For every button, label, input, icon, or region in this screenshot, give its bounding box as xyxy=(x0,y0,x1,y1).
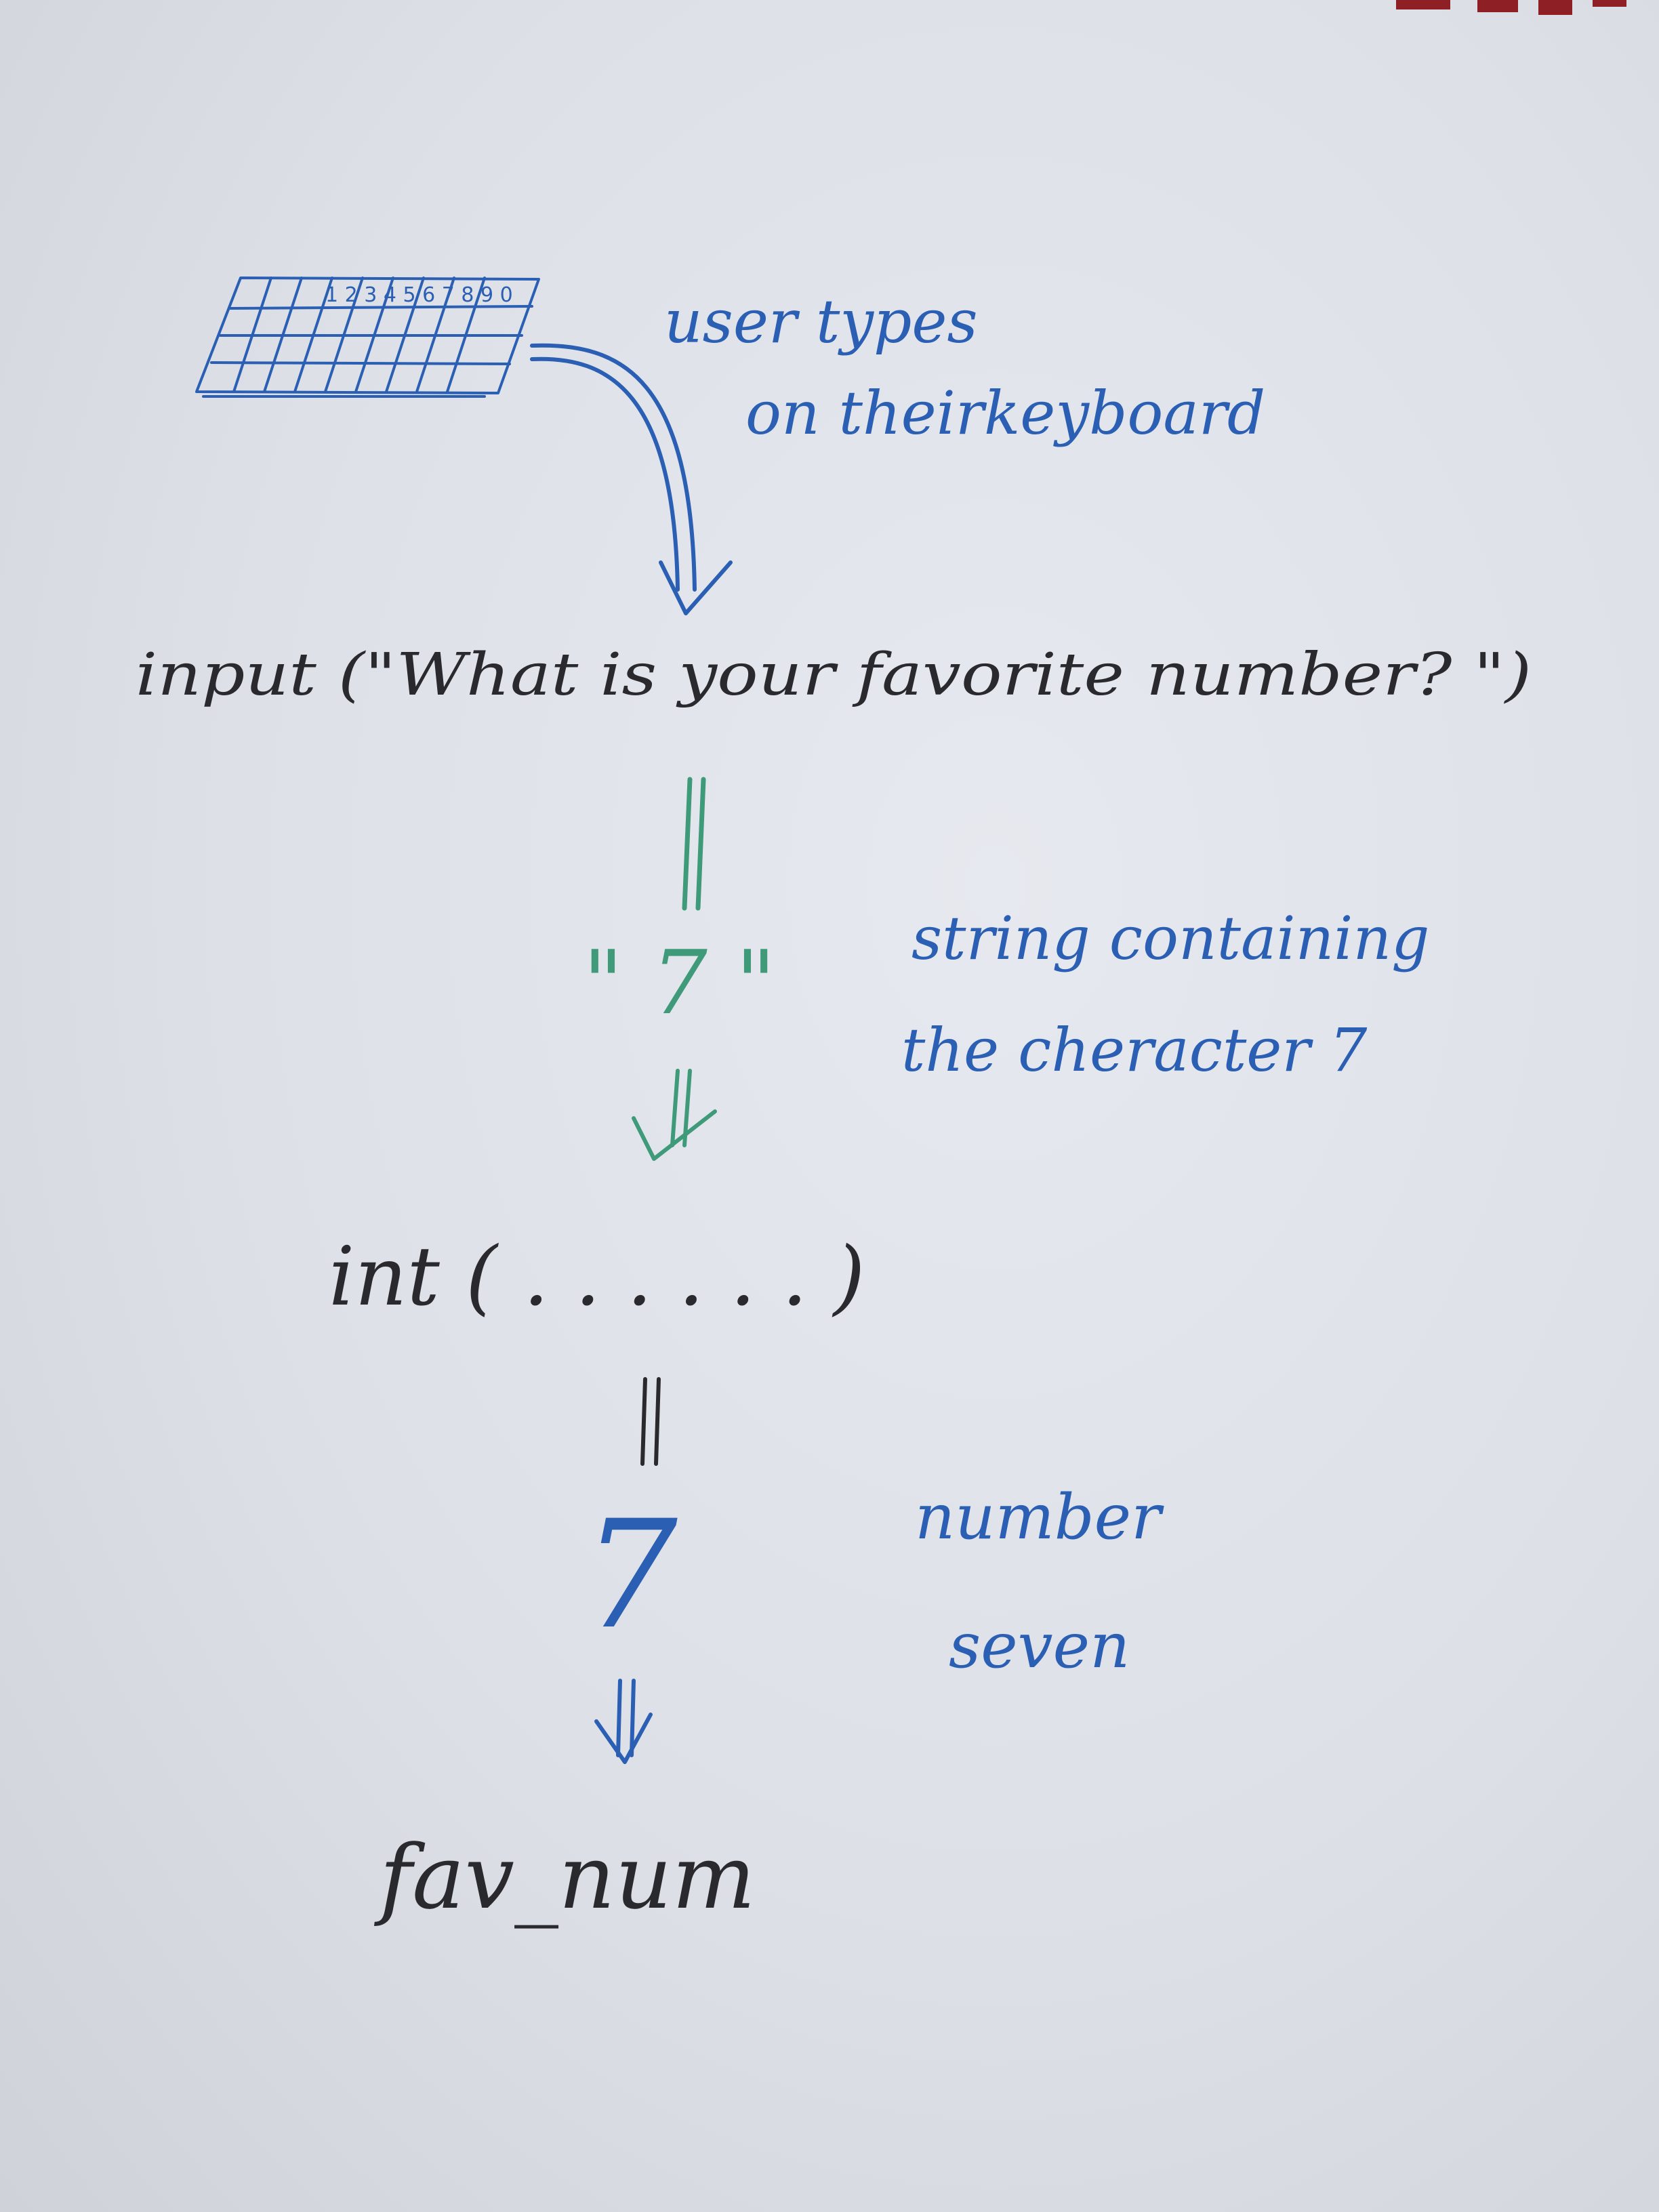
paper-edge-decoration xyxy=(1396,0,1626,15)
annotation-string-line2: the cheracter 7 xyxy=(901,1015,1367,1085)
annotation-string-line1: string containing xyxy=(912,903,1429,973)
green-arrowhead-icon xyxy=(632,1069,717,1161)
annotation-user-types: user types xyxy=(664,287,978,356)
curved-arrow-icon xyxy=(530,343,733,615)
annotation-on-keyboard: on theirkeyboard xyxy=(745,378,1265,448)
blue-arrow-down-icon xyxy=(594,1679,653,1764)
input-call-code: input ("What is your favorite number? ") xyxy=(136,641,1532,709)
annotation-number-line1: number xyxy=(915,1481,1164,1553)
number-value: 7 xyxy=(583,1488,678,1662)
int-call-code: int ( . . . . . . ) xyxy=(329,1230,865,1324)
string-value: " 7 " xyxy=(583,931,776,1034)
annotation-number-line2: seven xyxy=(949,1610,1130,1682)
keyboard-sketch: 1 2 3 4 5 6 7 8 9 0 xyxy=(195,276,540,398)
green-arrow-down-icon xyxy=(682,777,706,911)
black-equals-arrow-icon xyxy=(640,1377,661,1466)
keyboard-keys: 1 2 3 4 5 6 7 8 9 0 xyxy=(325,283,513,307)
variable-name: fav_num xyxy=(374,1826,756,1929)
